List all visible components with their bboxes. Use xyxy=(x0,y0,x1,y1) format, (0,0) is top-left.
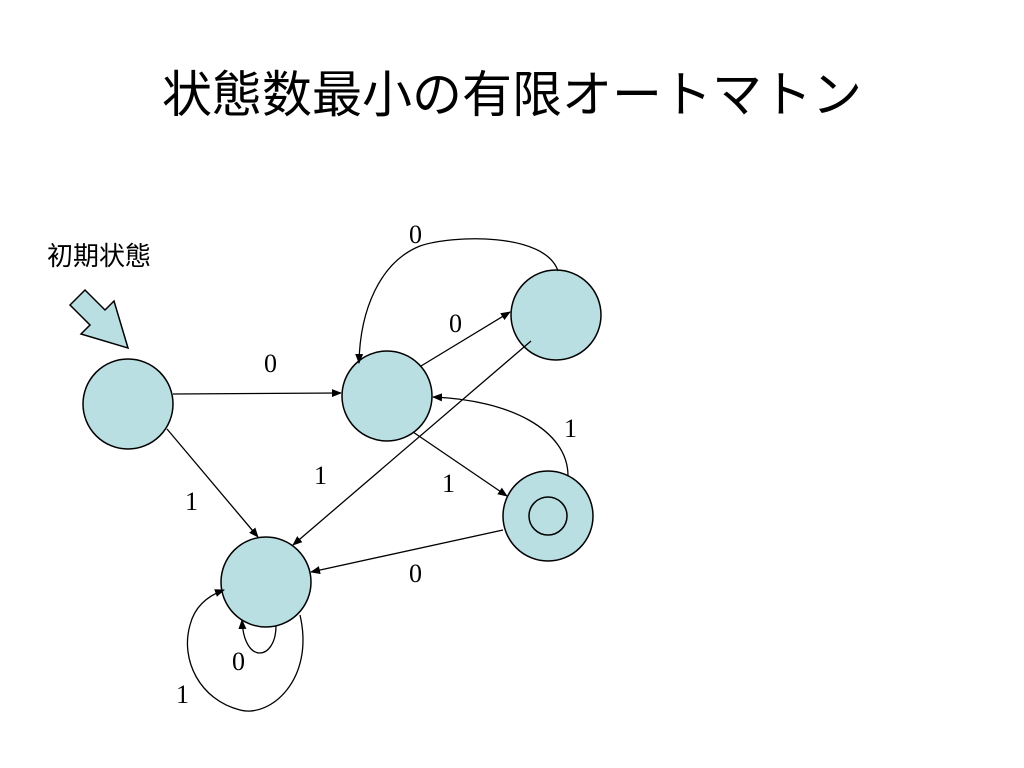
initial-state-arrow xyxy=(68,288,130,350)
initial-state-label: 初期状態 xyxy=(47,242,152,272)
label-q2-q4: 1 xyxy=(314,461,327,490)
label-q3-q4: 0 xyxy=(409,559,422,588)
edge-q2-q1 xyxy=(355,238,559,364)
slide-title: 状態数最小の有限オートマトン xyxy=(162,66,862,124)
edge-q3-q4 xyxy=(310,529,504,574)
state-q2 xyxy=(510,269,602,361)
edge-q3-q1 xyxy=(432,393,569,477)
state-q1 xyxy=(341,350,433,442)
label-q0-q1: 0 xyxy=(264,349,277,378)
state-q4 xyxy=(220,536,312,628)
edge-q2-q4 xyxy=(292,340,532,546)
edge-q4-loop-0 xyxy=(238,619,277,654)
edge-q0-q4 xyxy=(166,428,259,538)
label-q0-q4: 1 xyxy=(185,487,198,516)
label-q2-q1: 0 xyxy=(409,220,422,249)
label-q3-q1: 1 xyxy=(564,414,577,443)
label-q1-q2: 0 xyxy=(449,309,462,338)
edge-q1-q3 xyxy=(412,431,508,497)
state-q3-inner-ring xyxy=(528,496,568,536)
state-q0 xyxy=(82,358,174,450)
edge-q1-q2 xyxy=(420,311,511,367)
state-q3-accepting xyxy=(502,470,594,562)
label-q4-loop-0: 0 xyxy=(232,647,245,676)
label-q4-loop-1: 1 xyxy=(176,680,189,709)
edge-q4-loop-1 xyxy=(186,589,304,712)
label-q1-q3: 1 xyxy=(442,469,455,498)
edge-q0-q1 xyxy=(172,389,342,398)
